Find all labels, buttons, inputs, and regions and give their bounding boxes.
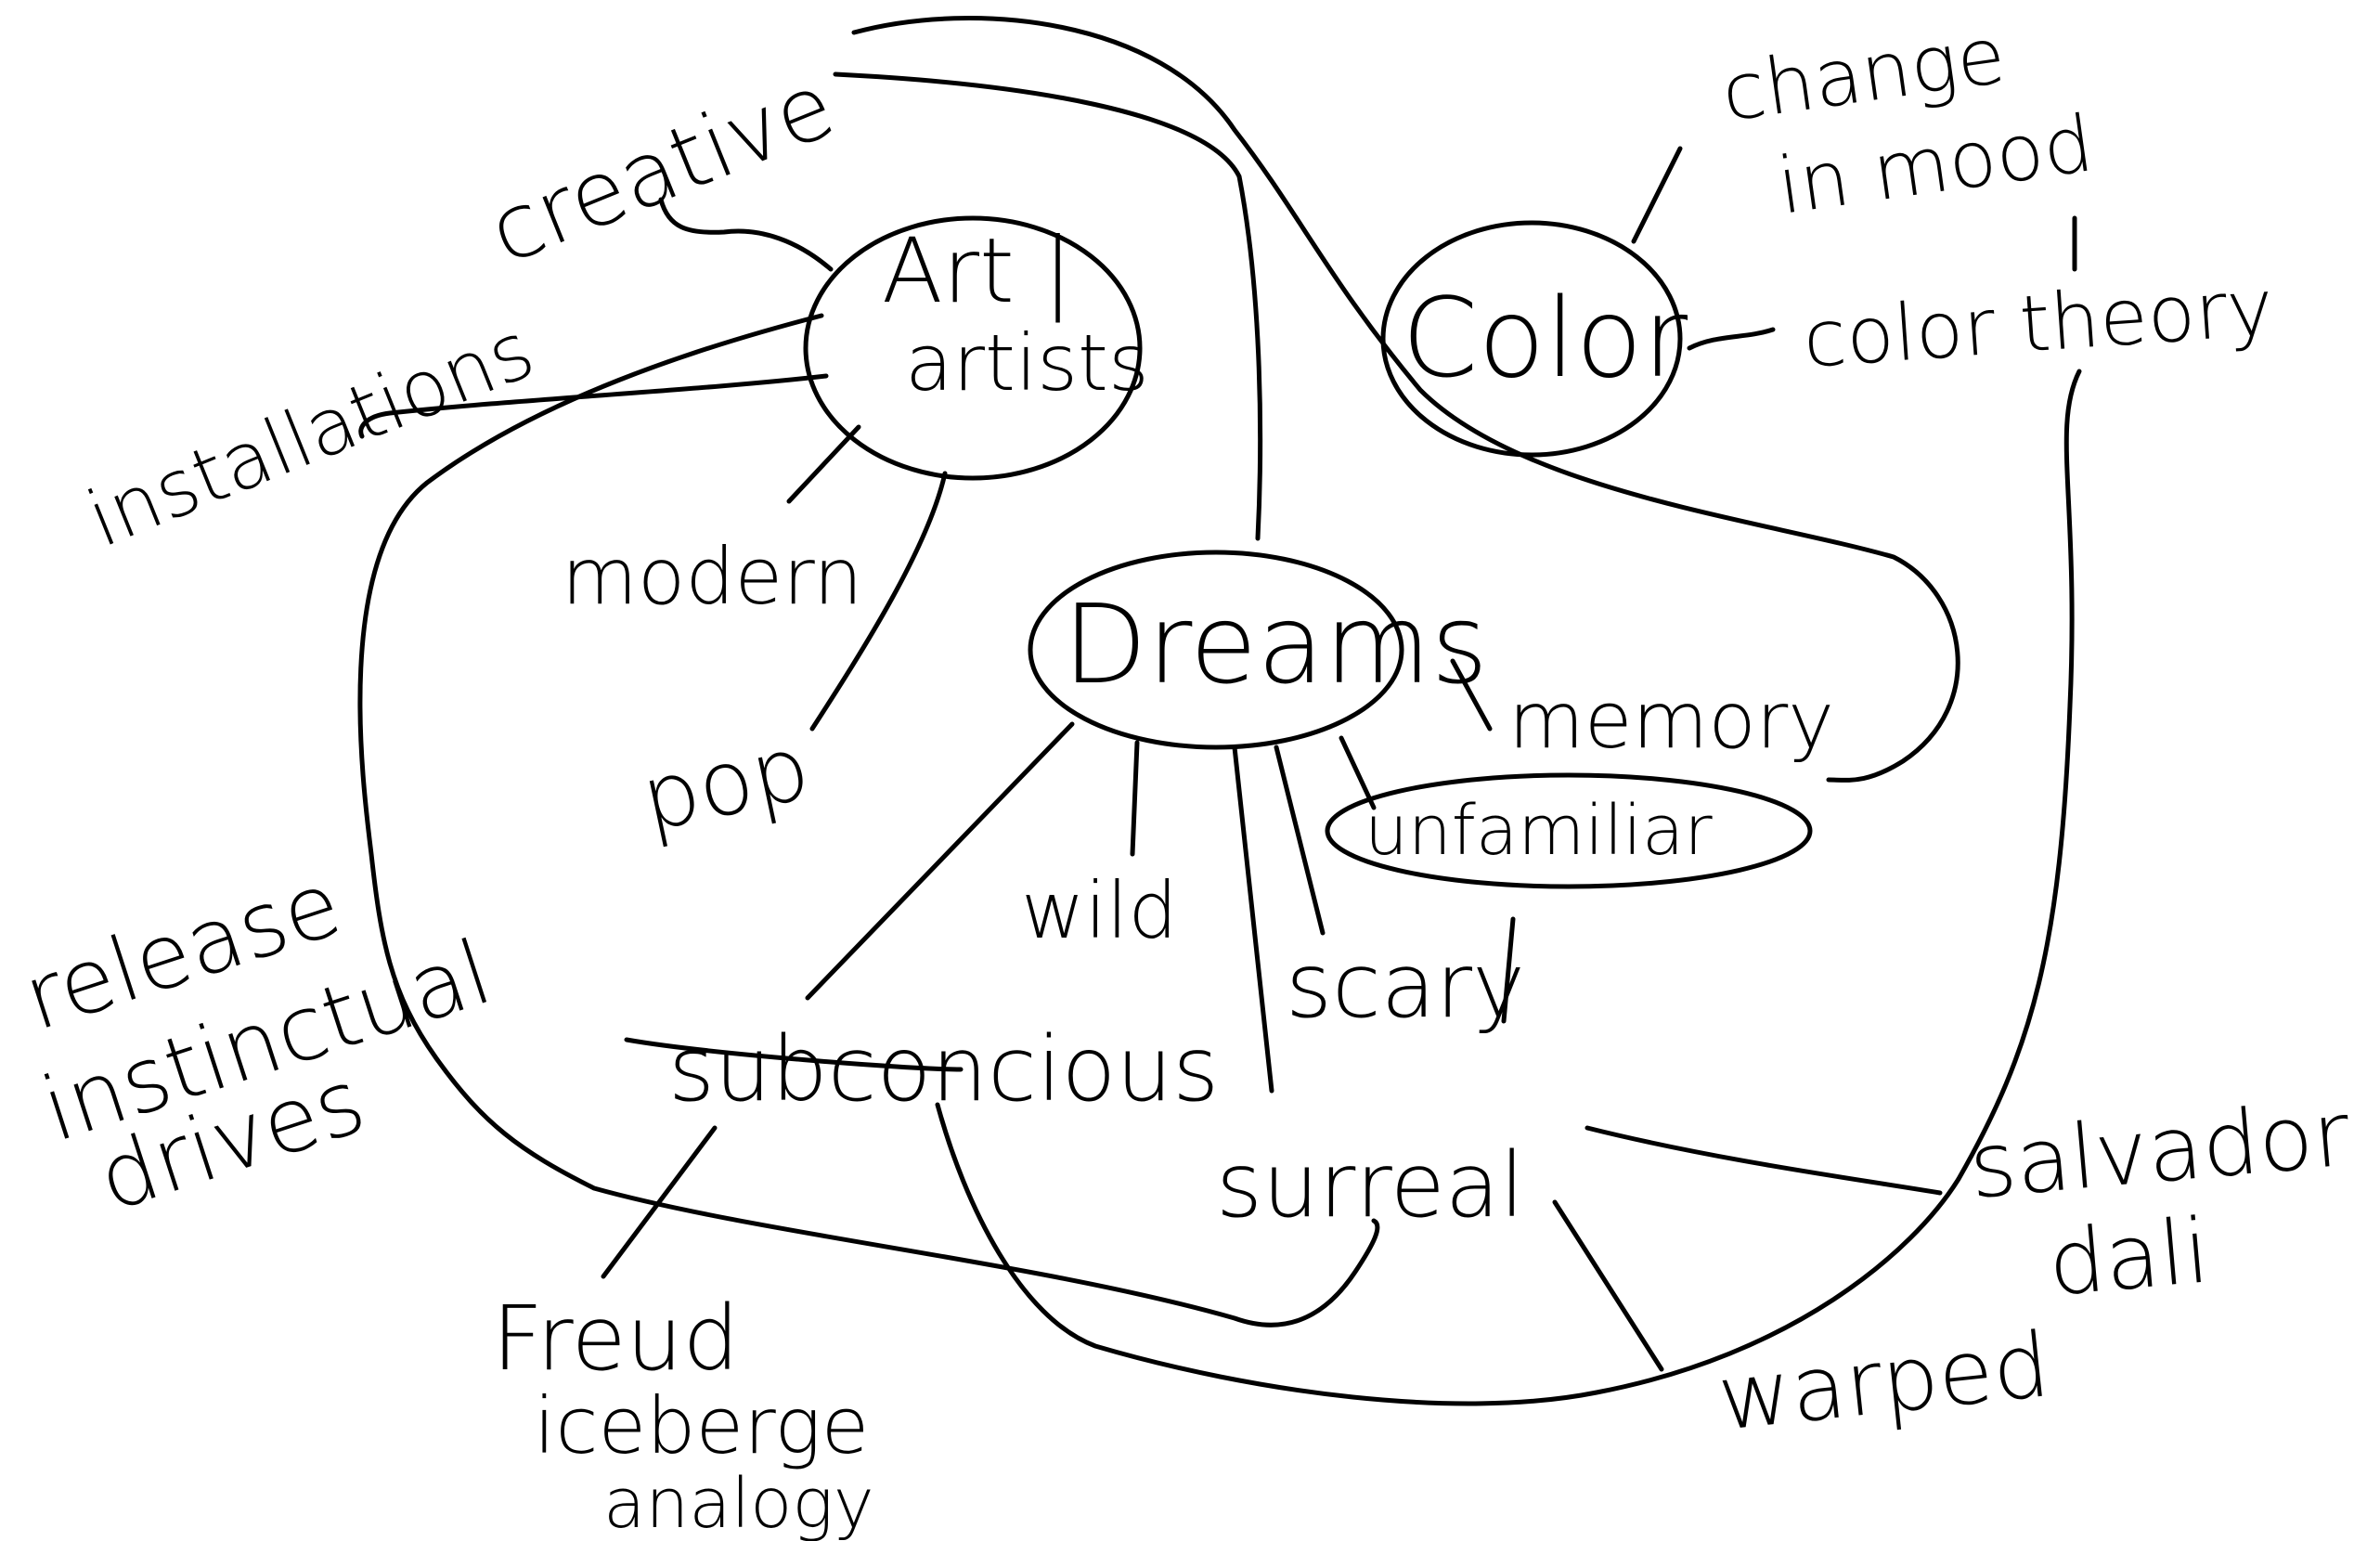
node-dreams-ring (1028, 550, 1404, 750)
word-salvador-line2: dali (2044, 1198, 2213, 1316)
connector-creative-dreams (833, 71, 1263, 541)
connector-color-change (1631, 146, 1683, 244)
word-surreal: surreal (1216, 1133, 1524, 1237)
word-installations: installations (75, 304, 546, 565)
connector-color-theory (1687, 327, 1776, 351)
node-unfamiliar-ring (1325, 772, 1813, 889)
word-freud-line3: analogy (603, 1464, 874, 1541)
connector-art-pop (809, 471, 948, 732)
connector-dreams-wild (1130, 740, 1140, 857)
node-color-label: Color (1402, 274, 1688, 402)
word-pop: pop (632, 715, 818, 851)
word-freud-line1: Freud (492, 1287, 739, 1391)
connector-art-creative (658, 197, 834, 272)
word-color-theory: color theory (1801, 262, 2277, 385)
node-art-ring (803, 215, 1143, 481)
node-art-label-line2: artists (905, 317, 1149, 408)
connector-surreal-warped (1552, 1199, 1664, 1372)
word-subconcious: subconcious (668, 1017, 1219, 1121)
connector-art-modern (786, 424, 861, 504)
word-salvador-line1: salvador (1965, 1082, 2354, 1219)
node-art-label-line1: Art | (882, 219, 1073, 324)
word-memory: memory (1508, 675, 1834, 766)
connector-subconcious-freud (601, 1125, 718, 1279)
connector-surreal-salvador (1585, 1125, 1943, 1196)
large-loop-bottom (935, 369, 2082, 1406)
connector-subconcious-release (624, 1037, 964, 1072)
word-modern: modern (562, 531, 863, 622)
word-warped: warped (1714, 1313, 2054, 1451)
connector-dreams-subconcious (805, 721, 1075, 1001)
connector-dreams-surreal (1232, 745, 1274, 1094)
node-unfamiliar-label: unfamiliar (1365, 791, 1713, 871)
word-wild: wild (1021, 865, 1178, 956)
node-dreams-label: Dreams (1063, 580, 1488, 708)
word-creative: creative (475, 53, 848, 284)
connector-scary-surreal (1501, 916, 1516, 1024)
word-scary: scary (1286, 934, 1525, 1038)
word-freud-line2: iceberge (534, 1380, 869, 1471)
connector-dreams-memory (1450, 658, 1493, 732)
connector-dreams-unfamiliar (1339, 735, 1377, 810)
connector-art-installations (358, 373, 829, 439)
large-loop-left (357, 313, 1380, 1327)
connector-dreams-scary (1274, 745, 1326, 936)
large-loop-top (851, 16, 1960, 783)
node-color-ring (1380, 220, 1683, 458)
